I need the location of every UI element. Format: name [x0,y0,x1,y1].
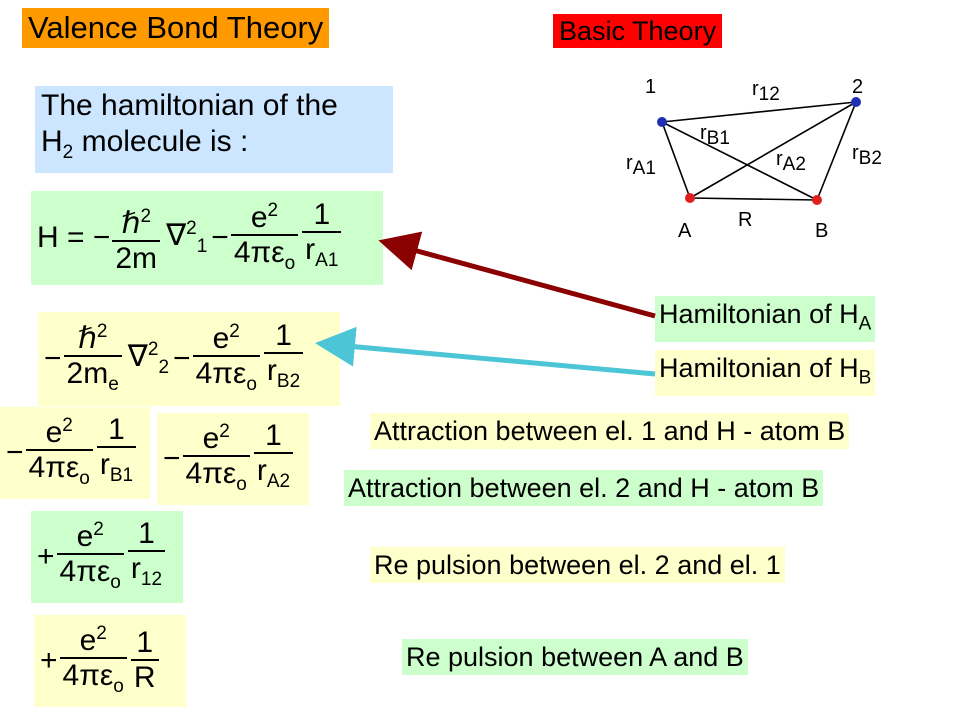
label-rA1: rA1 [626,152,656,179]
label-hamiltonian-ha: Hamiltonian of HA [655,296,876,343]
h2-geometry-diagram [657,97,861,205]
label-rB1: rB1 [700,122,730,149]
line-rB2 [816,101,857,201]
label-hamiltonian-hb: Hamiltonian of HB [655,350,876,397]
electron-2 [851,97,861,107]
nucleus-B [812,195,822,205]
node-2-label: 2 [852,76,864,98]
label-rB2: rB2 [852,142,882,169]
node-1-label: 1 [645,76,657,98]
line-r12 [661,101,857,123]
arrow-ha [378,231,656,319]
label-repulsion-nuclei: Re pulsion between A and B [402,639,748,675]
label-attraction-2: Attraction between el. 2 and H - atom B [344,470,824,506]
line-rB1 [661,121,818,201]
line-rA1 [661,121,691,199]
electron-1 [657,117,667,127]
arrow-hb [315,326,656,377]
node-B-label: B [815,220,829,242]
line-R [689,197,818,201]
label-r12: r12 [752,78,780,105]
line-rA2 [689,101,857,199]
label-rA2: rA2 [776,148,806,175]
slide-title: Valence Bond Theory [22,8,330,48]
label-R: R [738,209,753,231]
node-A-label: A [678,220,692,242]
label-repulsion-electrons: Re pulsion between el. 2 and el. 1 [370,547,785,583]
basic-theory-label: Basic Theory [553,14,723,48]
intro-text: The hamiltonian of the H2 molecule is : [35,86,393,173]
label-attraction-1: Attraction between el. 1 and H - atom B [370,413,850,449]
nucleus-A [685,193,695,203]
